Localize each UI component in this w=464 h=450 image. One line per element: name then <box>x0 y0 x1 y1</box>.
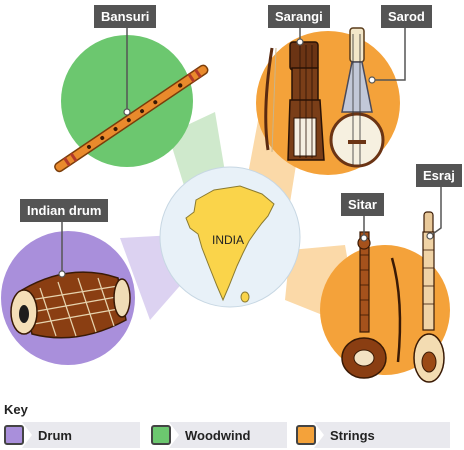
key-item-strings: Strings <box>296 421 450 449</box>
strings-swatch <box>296 425 316 445</box>
indian-drum-label: Indian drum <box>20 199 109 222</box>
bansuri-label: Bansuri <box>94 5 157 28</box>
esraj-illustration <box>413 211 445 383</box>
key-item-drum: Drum <box>4 421 140 449</box>
sarod-label: Sarod <box>381 5 432 28</box>
esraj-label: Esraj <box>416 164 462 187</box>
india-label: INDIA <box>212 233 244 247</box>
drum-swatch <box>4 425 24 445</box>
esraj-pointer <box>429 186 442 237</box>
indian-drum-illustration <box>10 271 131 339</box>
sitar-illustration <box>341 231 402 379</box>
key-title: Key <box>4 402 28 417</box>
sarangi-illustration <box>264 41 325 161</box>
sitar-label: Sitar <box>341 193 384 216</box>
bansuri-illustration <box>54 64 209 173</box>
sarod-illustration <box>329 27 385 168</box>
key-label-drum: Drum <box>22 422 140 448</box>
key-label-woodwind: Woodwind <box>169 422 287 448</box>
sri-lanka-shape <box>240 291 250 303</box>
woodwind-swatch <box>151 425 171 445</box>
key-item-woodwind: Woodwind <box>151 421 287 449</box>
india-map-shape <box>185 185 275 302</box>
sarod-pointer <box>372 26 406 81</box>
sarangi-label: Sarangi <box>268 5 330 28</box>
key-label-strings: Strings <box>314 422 450 448</box>
